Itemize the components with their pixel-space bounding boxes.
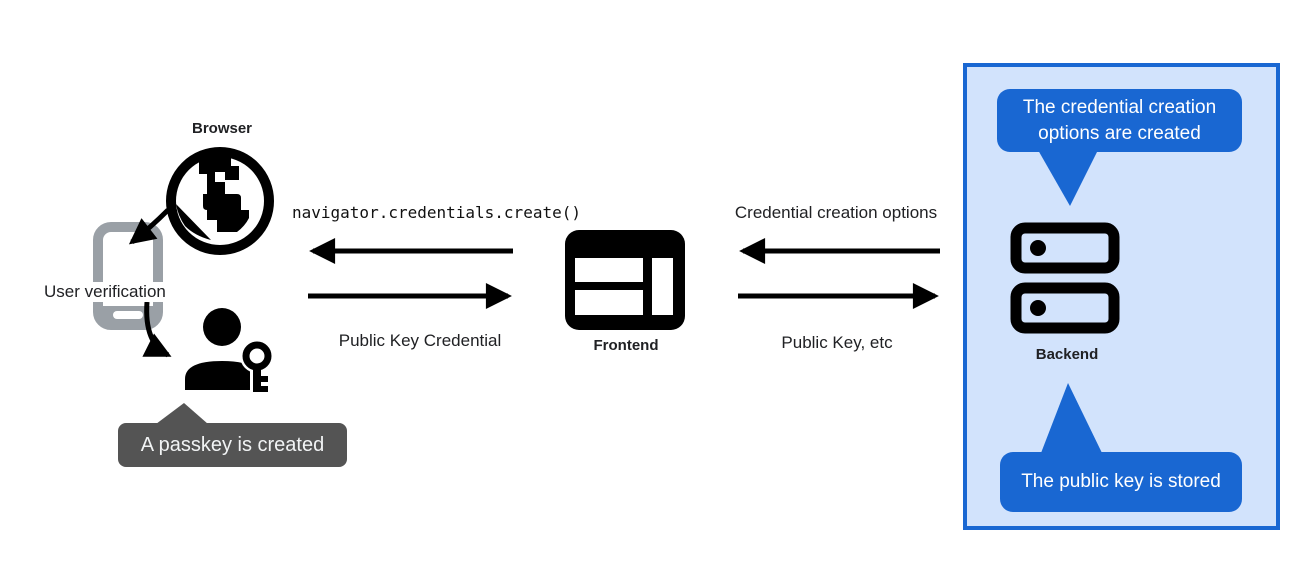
callout-pointer-down — [1038, 150, 1098, 206]
callout-pointer-up — [1041, 383, 1102, 453]
globe-icon — [166, 147, 274, 255]
server-icon — [1010, 222, 1120, 334]
creation-options-text: The credential creation options are crea… — [1022, 96, 1217, 144]
callout-pointer-up — [156, 403, 208, 424]
browser-label: Browser — [191, 120, 253, 137]
passkey-created-callout: A passkey is created — [118, 403, 347, 467]
browser-window-icon — [565, 230, 685, 330]
backend-label: Backend — [1035, 346, 1099, 363]
phone-icon — [93, 222, 163, 330]
navigator-create-call-label: navigator.credentials.create() — [292, 203, 581, 222]
public-key-stored-callout: The public key is stored — [1000, 383, 1242, 512]
credential-creation-options-label: Credential creation options — [734, 203, 938, 222]
arrow-phone-to-user — [142, 301, 172, 358]
public-key-stored-text: The public key is stored — [1021, 471, 1221, 492]
creation-options-callout: The credential creation options are crea… — [997, 89, 1242, 206]
public-key-etc-label: Public Key, etc — [781, 333, 893, 352]
user-verification-label: User verification — [42, 282, 168, 302]
public-key-credential-label: Public Key Credential — [338, 331, 502, 350]
frontend-label: Frontend — [593, 337, 659, 354]
arrow-browser-to-phone — [128, 208, 170, 245]
person-key-icon — [185, 308, 274, 394]
passkey-created-text: A passkey is created — [140, 433, 325, 456]
